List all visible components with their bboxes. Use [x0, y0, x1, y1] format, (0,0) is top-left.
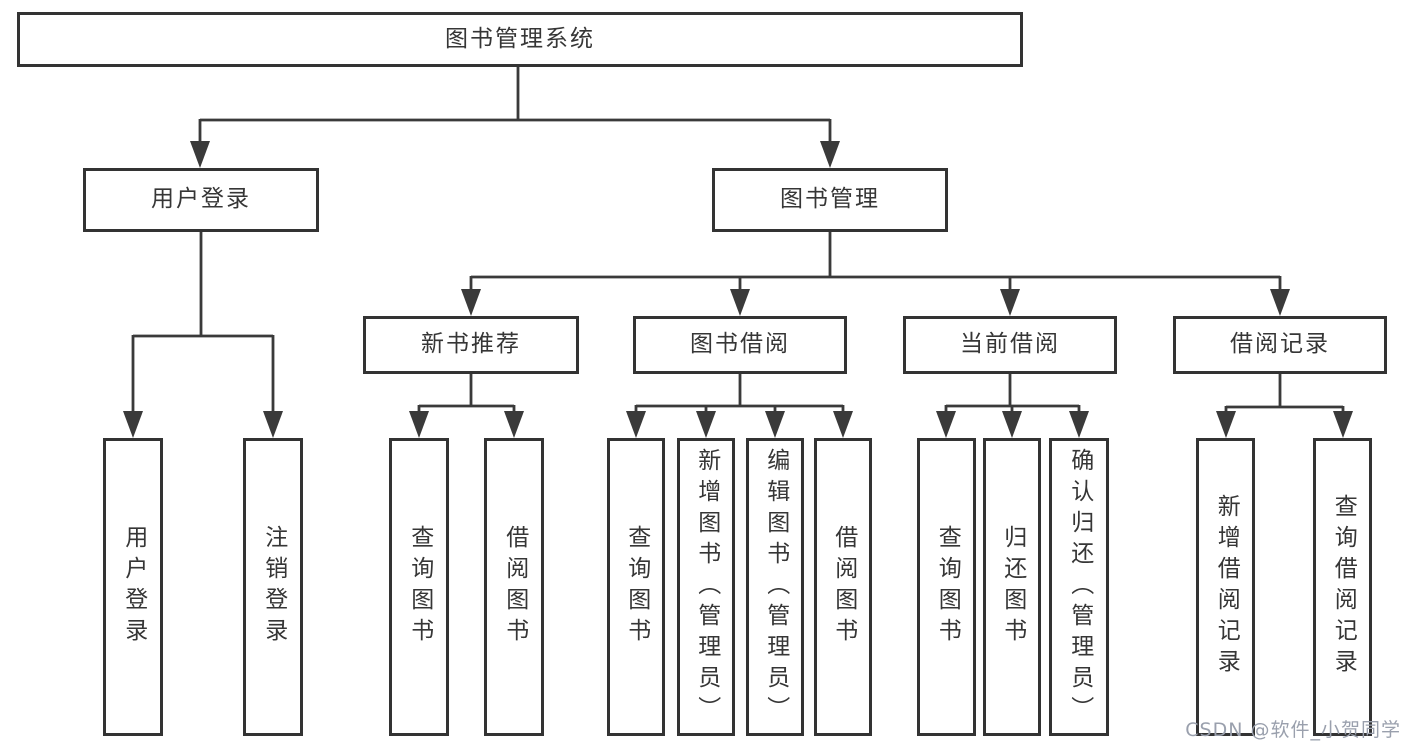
- node-library-management-system: 图书管理系统: [17, 12, 1023, 67]
- leaf-confirm-return-admin-label: 确认归还（管理员）: [1066, 447, 1093, 727]
- arrowhead-icon: [1216, 411, 1236, 438]
- arrowhead-icon: [263, 411, 283, 438]
- connector-current-borrow-split: [936, 373, 1089, 438]
- leaf-query-books-current: 查询图书: [917, 438, 976, 736]
- leaf-return-books-label: 归还图书: [999, 525, 1026, 649]
- leaf-edit-books-admin: 编辑图书（管理员）: [746, 438, 804, 736]
- leaf-user-login: 用户登录: [103, 438, 163, 736]
- leaf-logout-label: 注销登录: [260, 525, 287, 649]
- csdn-watermark: CSDN @软件_小贺同学: [1185, 719, 1401, 741]
- leaf-borrow-books-label: 借阅图书: [830, 525, 857, 649]
- leaf-query-books-borrow-label: 查询图书: [623, 525, 650, 649]
- node-borrow-record: 借阅记录: [1173, 316, 1387, 374]
- leaf-query-borrow-record: 查询借阅记录: [1313, 438, 1372, 736]
- arrowhead-icon: [820, 141, 840, 168]
- connector-book-borrow-split: [626, 373, 853, 438]
- arrowhead-icon: [1002, 411, 1022, 438]
- leaf-query-books-recommend: 查询图书: [389, 438, 449, 736]
- connector-user-login-split: [123, 231, 283, 438]
- leaf-borrow-books: 借阅图书: [814, 438, 872, 736]
- arrowhead-icon: [1069, 411, 1089, 438]
- leaf-query-borrow-record-label: 查询借阅记录: [1330, 494, 1357, 680]
- arrowhead-icon: [626, 411, 646, 438]
- connector-book-management-split: [461, 231, 1290, 316]
- connector-root-split: [190, 67, 840, 168]
- arrowhead-icon: [461, 289, 481, 316]
- arrowhead-icon: [833, 411, 853, 438]
- node-new-book-recommend: 新书推荐: [363, 316, 579, 374]
- leaf-confirm-return-admin: 确认归还（管理员）: [1049, 438, 1109, 736]
- arrowhead-icon: [190, 141, 210, 168]
- arrowhead-icon: [1333, 411, 1353, 438]
- arrowhead-icon: [409, 411, 429, 438]
- leaf-borrow-books-recommend-label: 借阅图书: [501, 525, 528, 649]
- leaf-logout: 注销登录: [243, 438, 303, 736]
- leaf-user-login-label: 用户登录: [120, 525, 147, 649]
- leaf-query-books-recommend-label: 查询图书: [406, 525, 433, 649]
- arrowhead-icon: [123, 411, 143, 438]
- leaf-add-books-admin: 新增图书（管理员）: [677, 438, 735, 736]
- node-user-login-label: 用户登录: [151, 186, 251, 213]
- node-new-book-recommend-label: 新书推荐: [421, 331, 521, 358]
- leaf-return-books: 归还图书: [983, 438, 1041, 736]
- connector-borrow-record-split: [1216, 373, 1353, 438]
- connector-new-book-split: [409, 373, 524, 438]
- leaf-borrow-books-recommend: 借阅图书: [484, 438, 544, 736]
- node-book-management: 图书管理: [712, 168, 948, 232]
- arrowhead-icon: [730, 289, 750, 316]
- arrowhead-icon: [765, 411, 785, 438]
- node-user-login: 用户登录: [83, 168, 319, 232]
- node-book-management-label: 图书管理: [780, 186, 880, 213]
- node-current-borrow: 当前借阅: [903, 316, 1117, 374]
- leaf-query-books-current-label: 查询图书: [934, 525, 961, 649]
- arrowhead-icon: [696, 411, 716, 438]
- arrowhead-icon: [1000, 289, 1020, 316]
- node-library-management-system-label: 图书管理系统: [445, 25, 595, 52]
- leaf-query-books-borrow: 查询图书: [607, 438, 665, 736]
- node-current-borrow-label: 当前借阅: [960, 331, 1060, 358]
- leaf-add-borrow-record: 新增借阅记录: [1196, 438, 1255, 736]
- arrowhead-icon: [1270, 289, 1290, 316]
- node-book-borrow: 图书借阅: [633, 316, 847, 374]
- node-book-borrow-label: 图书借阅: [690, 331, 790, 358]
- arrowhead-icon: [504, 411, 524, 438]
- arrowhead-icon: [936, 411, 956, 438]
- leaf-add-borrow-record-label: 新增借阅记录: [1213, 494, 1240, 680]
- leaf-add-books-admin-label: 新增图书（管理员）: [693, 447, 720, 727]
- node-borrow-record-label: 借阅记录: [1230, 331, 1330, 358]
- leaf-edit-books-admin-label: 编辑图书（管理员）: [762, 447, 789, 727]
